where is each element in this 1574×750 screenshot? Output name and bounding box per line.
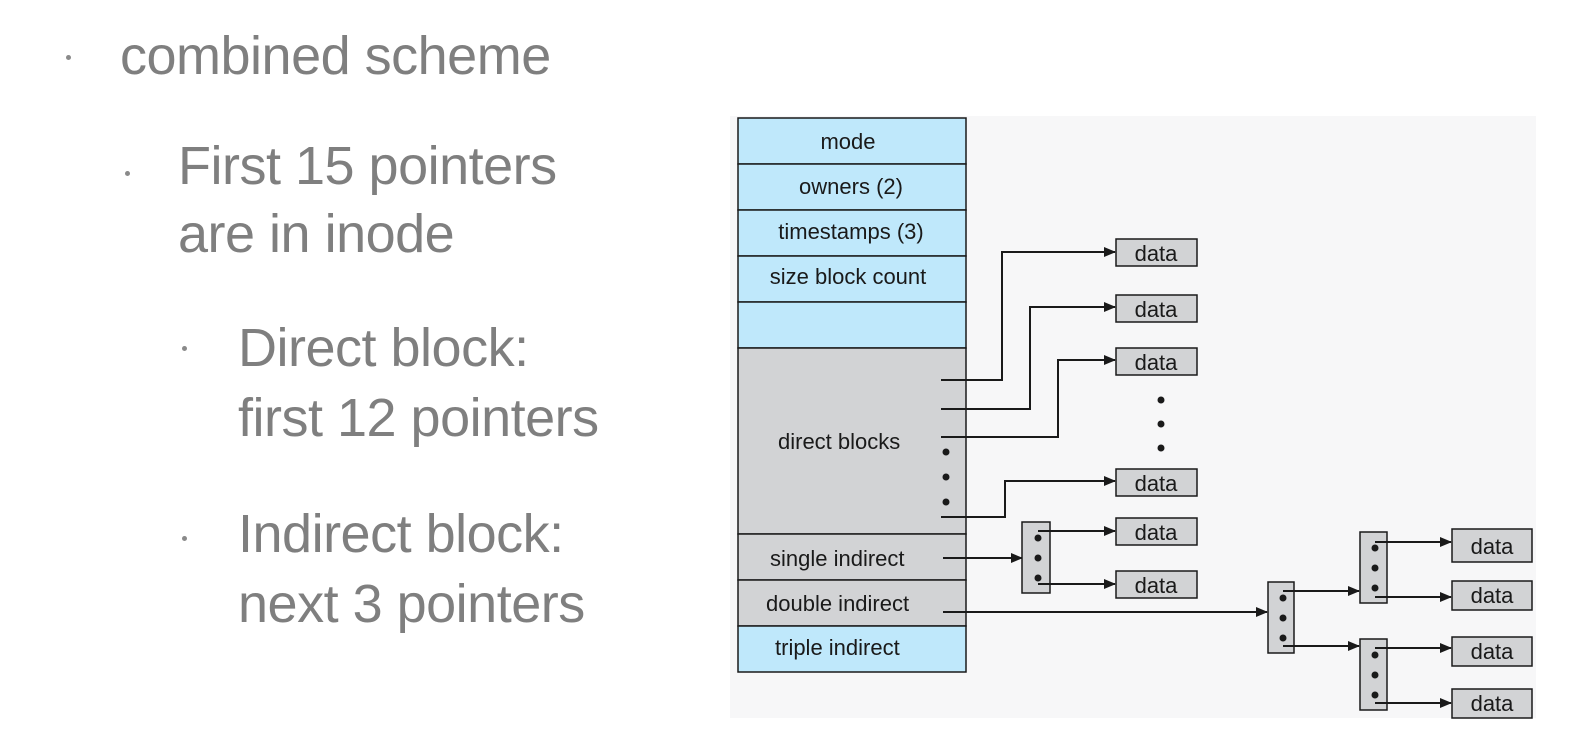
second-level-index-block [1359,638,1388,711]
inode-row-owners [737,163,967,211]
bullet-first-15-line1: First 15 pointers [178,136,557,196]
label-double-indirect: double indirect [766,591,909,616]
single-indirect-block: data data [1021,517,1198,599]
label-owners: owners (2) [799,174,903,199]
inode-row-triple-indirect [737,625,967,673]
bullet-indirect-line1: Indirect block: [238,504,564,564]
bullet-first-15-pointers: First 15 pointers are in inode [178,132,557,268]
direct-pointer-last [941,476,1116,518]
data-label: data [1135,241,1179,266]
index-dot [1371,584,1379,592]
direct-blocks-ellipsis [942,448,950,506]
bullet-indirect-block: Indirect block: next 3 pointers [238,499,585,639]
data-label: data [1135,471,1179,496]
inode-table [737,117,967,673]
data-label: data [1135,573,1179,598]
data-blocks-ellipsis [1157,396,1165,452]
index-dot [1371,671,1379,679]
bullet-dot-indirect [182,536,187,541]
bullet-direct-line1: Direct block: [238,318,529,378]
index-dot [1371,651,1379,659]
data-block [1115,468,1198,497]
data-label: data [1471,534,1515,559]
index-dot [1279,614,1287,622]
index-dot [1034,534,1042,542]
double-indirect-block: data data data data [1267,528,1533,719]
inode-row-timestamps [737,209,967,257]
ellipsis-dot [1157,396,1165,404]
ellipsis-dot [1157,444,1165,452]
inode-row-size-block-count [737,255,967,303]
data-label: data [1135,350,1179,375]
label-single-indirect: single indirect [770,546,905,571]
index-dot [1371,691,1379,699]
inode-row-mode [737,117,967,165]
data-label: data [1471,691,1515,716]
inode-row-blank [737,301,967,349]
data-label: data [1135,520,1179,545]
index-dot [1371,564,1379,572]
bullet-indirect-line2: next 3 pointers [238,574,585,634]
direct-pointer-arrows [941,247,1268,617]
bullet-combined-scheme: combined scheme [120,26,551,86]
data-block [1451,688,1533,719]
index-dot [1279,634,1287,642]
index-dot [1371,544,1379,552]
bullet-first-15-line2: are in inode [178,204,455,264]
ellipsis-dot [942,473,950,481]
bullet-dot-level1 [66,55,71,60]
data-block [1115,570,1198,599]
label-direct-blocks: direct blocks [778,429,900,454]
index-dot [1034,554,1042,562]
bullet-direct-line2: first 12 pointers [238,388,599,448]
data-label: data [1471,639,1515,664]
data-label: data [1135,297,1179,322]
bullet-dot-level2 [125,171,130,176]
direct-pointer-1 [941,247,1116,381]
direct-data-blocks: data data data data [1115,238,1198,497]
direct-pointer-3 [941,355,1116,438]
ellipsis-dot [1157,420,1165,428]
data-label: data [1471,583,1515,608]
label-triple-indirect: triple indirect [775,635,900,660]
bullet-dot-direct [182,346,187,351]
data-block [1115,294,1198,323]
ellipsis-dot [942,448,950,456]
label-size-block-count: size block count [770,264,927,289]
data-block [1115,238,1198,267]
index-dot [1034,574,1042,582]
data-block [1451,580,1533,611]
direct-pointer-2 [941,302,1116,410]
data-block [1451,636,1533,667]
label-timestamps: timestamps (3) [778,219,923,244]
inode-row-double-indirect [737,579,967,627]
data-block [1115,517,1198,546]
index-dot [1279,594,1287,602]
bullet-direct-block: Direct block: first 12 pointers [238,313,599,453]
data-block [1115,347,1198,376]
ellipsis-dot [942,498,950,506]
data-block [1451,528,1533,563]
label-mode: mode [820,129,875,154]
